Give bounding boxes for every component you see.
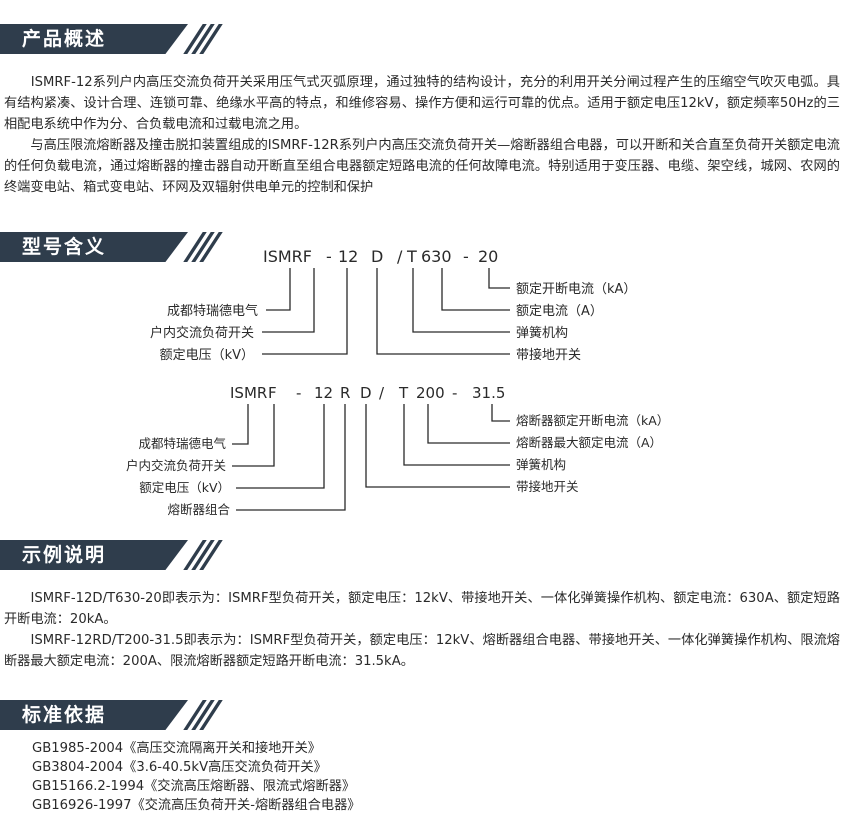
code-segment: / [379, 384, 385, 402]
code-segment: R [340, 384, 350, 402]
model-diagram-1: ISMRF - 12 D / T 630 - 20 成都特瑞德电气 户内交流负荷… [150, 247, 636, 363]
standard-item: GB1985-2004《高压交流隔离开关和接地开关》 [32, 741, 321, 756]
code-segment: D [371, 247, 383, 266]
code-segment: ISMR [230, 384, 267, 402]
header-bar [0, 540, 188, 570]
standard-item: GB16926-1997《交流高压负荷开关-熔断器组合电器》 [32, 798, 361, 813]
bracket-line [491, 404, 510, 422]
label-right: 弹簧机构 [516, 325, 568, 341]
bracket-line [376, 268, 510, 355]
code-segment: T [398, 384, 409, 402]
bracket-line [403, 404, 510, 466]
label-left: 成都特瑞德电气 [167, 303, 258, 319]
label-right: 额定开断电流（kA） [516, 282, 636, 297]
example-paragraph-1: ISMRF-12D/T630-20即表示为：ISMRF型负荷开关，额定电压：12… [4, 591, 840, 627]
bracket-line [236, 404, 346, 511]
label-left: 额定电压（kV） [139, 480, 230, 495]
label-left: 成都特瑞德电气 [138, 436, 226, 451]
bracket-line [412, 268, 510, 333]
overview-paragraph-2: 与高压限流熔断器及撞击脱扣装置组成的ISMRF-12R系列户内高压交流负荷开关—… [4, 138, 840, 195]
bracket-line [488, 268, 510, 289]
header-bar [0, 24, 188, 54]
label-left: 熔断器组合 [167, 502, 230, 517]
bracket-line [427, 404, 510, 444]
section-title: 标准依据 [22, 704, 107, 726]
label-right: 带接地开关 [516, 347, 581, 363]
code-segment: D [360, 384, 372, 402]
label-right: 带接地开关 [516, 479, 579, 494]
bracket-line [441, 268, 510, 311]
label-right: 额定电流（A） [516, 304, 603, 319]
section-title: 型号含义 [22, 236, 107, 258]
label-right: 熔断器额定开断电流（kA） [516, 413, 669, 428]
section-header-standards: 标准依据 [0, 700, 230, 730]
bracket-line [262, 268, 348, 355]
bracket-line [232, 404, 275, 467]
label-right: 熔断器最大额定电流（A） [516, 435, 662, 450]
code-segment: T [406, 247, 417, 266]
bracket-line [262, 268, 315, 333]
header-bar [0, 700, 188, 730]
header-bar [0, 232, 188, 262]
bracket-line [365, 404, 510, 488]
code-segment: - [296, 384, 301, 402]
code-segment: F [268, 384, 277, 402]
label-left: 户内交流负荷开关 [126, 458, 226, 473]
label-left: 额定电压（kV） [160, 348, 254, 363]
standard-item: GB3804-2004《3.6-40.5kV高压交流负荷开关》 [32, 760, 327, 775]
section-header-example: 示例说明 [0, 540, 230, 570]
code-segment: - [326, 247, 332, 266]
code-segment: 630 [421, 247, 452, 266]
code-segment: 12 [314, 384, 333, 402]
model-diagram-2: ISMR F - 12 R D / T 200 - 31.5 成都特瑞德电气 户… [126, 384, 669, 517]
bracket-line [266, 268, 291, 311]
code-segment: 20 [478, 247, 498, 266]
bracket-line [232, 404, 249, 445]
section-title: 示例说明 [22, 544, 107, 566]
code-segment: 12 [338, 247, 358, 266]
overview-paragraph-1: ISMRF-12系列户内高压交流负荷开关采用压气式灭弧原理，通过独特的结构设计，… [4, 75, 840, 132]
label-right: 弹簧机构 [516, 457, 566, 472]
code-segment: 200 [416, 384, 445, 402]
label-left: 户内交流负荷开关 [150, 325, 254, 341]
code-segment: / [397, 247, 403, 266]
code-segment: ISMRF [263, 247, 312, 266]
bracket-line [236, 404, 325, 489]
section-header-model: 型号含义 [0, 232, 230, 262]
code-segment: - [463, 247, 469, 266]
section-title: 产品概述 [22, 28, 107, 50]
standard-item: GB15166.2-1994《交流高压熔断器、限流式熔断器》 [32, 779, 356, 794]
example-paragraph-2: ISMRF-12RD/T200-31.5即表示为：ISMRF型负荷开关，额定电压… [4, 633, 840, 669]
section-header-overview: 产品概述 [0, 24, 230, 54]
code-segment: 31.5 [472, 384, 505, 402]
code-segment: - [452, 384, 457, 402]
